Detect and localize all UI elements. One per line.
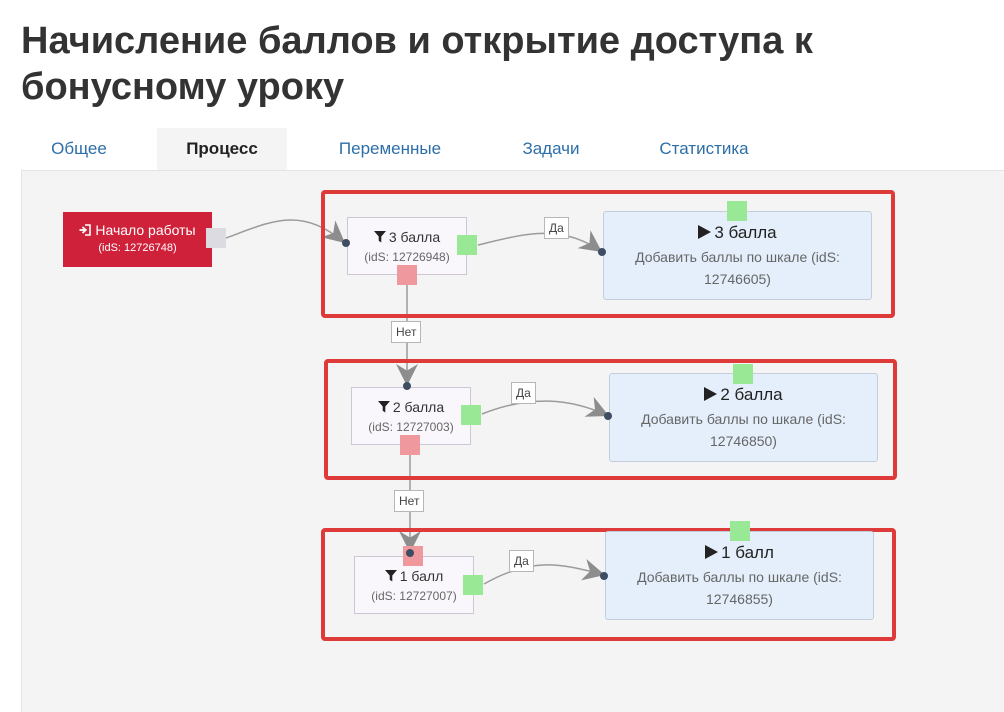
- tab-bar: Общее Процесс Переменные Задачи Статисти…: [21, 128, 1004, 170]
- tab-variables[interactable]: Переменные: [338, 139, 442, 158]
- edge-label-yes: Да: [544, 217, 569, 239]
- play-icon: [705, 545, 719, 559]
- filter-icon: [384, 570, 397, 582]
- no-output-port[interactable]: [400, 435, 420, 455]
- condition-label: 1 балл: [399, 568, 444, 584]
- start-node-ids: (idS: 12726748): [98, 242, 177, 254]
- condition-ids: (idS: 12727003): [368, 420, 454, 434]
- action-description: Добавить баллы по шкале (idS: 12746850): [641, 411, 846, 449]
- action-node-3-points[interactable]: 3 балла Добавить баллы по шкале (idS: 12…: [603, 211, 872, 300]
- action-label: 2 балла: [720, 385, 783, 404]
- tab-process[interactable]: Процесс: [157, 128, 287, 170]
- start-output-port[interactable]: [206, 228, 226, 248]
- start-node[interactable]: Начало работы (idS: 12726748): [63, 212, 212, 267]
- input-port[interactable]: [598, 248, 606, 256]
- tab-general[interactable]: Общее: [51, 139, 107, 158]
- action-description: Добавить баллы по шкале (idS: 12746855): [637, 569, 842, 607]
- highlight-box-3: [321, 528, 896, 641]
- input-port[interactable]: [406, 549, 414, 557]
- action-description: Добавить баллы по шкале (idS: 12746605): [635, 249, 840, 287]
- condition-ids: (idS: 12726948): [364, 250, 450, 264]
- input-port[interactable]: [604, 412, 612, 420]
- sign-in-icon: [79, 224, 92, 236]
- input-port[interactable]: [403, 382, 411, 390]
- yes-output-port[interactable]: [457, 235, 477, 255]
- play-icon: [698, 225, 712, 239]
- tab-tasks[interactable]: Задачи: [522, 139, 580, 158]
- highlight-box-2: [324, 359, 897, 480]
- action-label: 3 балла: [714, 223, 777, 242]
- no-output-port[interactable]: [397, 265, 417, 285]
- condition-label: 3 балла: [388, 229, 441, 245]
- edge-label-no: Нет: [394, 490, 425, 512]
- condition-ids: (idS: 12727007): [371, 589, 457, 603]
- yes-output-port[interactable]: [461, 405, 481, 425]
- action-output-port[interactable]: [727, 201, 747, 221]
- action-output-port[interactable]: [730, 521, 750, 541]
- action-label: 1 балл: [721, 543, 774, 562]
- action-node-1-point[interactable]: 1 балл Добавить баллы по шкале (idS: 127…: [605, 531, 874, 620]
- edge-label-yes: Да: [509, 550, 534, 572]
- yes-output-port[interactable]: [463, 575, 483, 595]
- filter-icon: [373, 231, 386, 243]
- action-output-port[interactable]: [733, 364, 753, 384]
- input-port[interactable]: [600, 572, 608, 580]
- start-node-label: Начало работы: [95, 222, 196, 238]
- action-node-2-points[interactable]: 2 балла Добавить баллы по шкале (idS: 12…: [609, 373, 878, 462]
- play-icon: [704, 387, 718, 401]
- edge-label-yes: Да: [511, 382, 536, 404]
- highlight-box-1: [321, 190, 895, 318]
- tab-statistics[interactable]: Статистика: [659, 139, 749, 158]
- input-port[interactable]: [342, 239, 350, 247]
- edge-label-no: Нет: [391, 321, 422, 343]
- page-title: Начисление баллов и открытие доступа к б…: [21, 20, 813, 108]
- input-port-marker[interactable]: [403, 546, 423, 566]
- filter-icon: [377, 401, 390, 413]
- condition-label: 2 балла: [392, 399, 445, 415]
